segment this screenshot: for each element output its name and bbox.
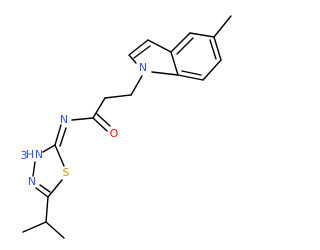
bond-n-to-ch2 bbox=[130, 75, 143, 96]
thiadiazole-ring bbox=[32, 144, 65, 198]
bond bbox=[47, 179, 63, 198]
indole-benzene-ring bbox=[170, 32, 222, 81]
bond-ch2-ch2 bbox=[104, 94, 132, 99]
bond-double-inner bbox=[209, 39, 217, 60]
bond bbox=[177, 74, 204, 81]
imine-linkage bbox=[54, 124, 67, 147]
indole-pyrrole-ring bbox=[128, 39, 179, 76]
bond bbox=[213, 36, 222, 61]
bond-double-inner bbox=[176, 37, 194, 55]
bond bbox=[128, 54, 137, 64]
atom-label-ring-n: N bbox=[28, 175, 36, 188]
bond-carbonyl-double bbox=[92, 117, 108, 132]
atom-label-ring-s: S bbox=[63, 166, 70, 179]
atom-label-amide-o: O bbox=[110, 127, 119, 140]
atom-label-nh-group: 3 H N bbox=[21, 148, 44, 162]
bond-carbonyl-to-imine-n bbox=[71, 117, 94, 121]
bond bbox=[54, 144, 65, 167]
atom-label-nh-h: H bbox=[26, 148, 34, 161]
bond bbox=[42, 144, 56, 153]
bond-double-inner bbox=[39, 184, 51, 193]
bond-double-inner bbox=[133, 45, 151, 59]
bond bbox=[189, 32, 215, 38]
atom-label-imine-n: N bbox=[60, 113, 68, 126]
bond bbox=[45, 221, 65, 239]
bond bbox=[45, 196, 49, 223]
bond bbox=[22, 221, 47, 233]
atom-label-indole-n: N bbox=[139, 61, 147, 74]
bond-carbonyl-double bbox=[96, 113, 111, 127]
atom-label-nh-num: 3 bbox=[21, 149, 28, 162]
bond-methyl-to-indole bbox=[213, 15, 232, 38]
bond bbox=[147, 39, 172, 53]
atom-label-nh-n: N bbox=[35, 148, 43, 161]
bond bbox=[151, 71, 179, 76]
bond-imine-double bbox=[54, 124, 62, 146]
bond-ch2-carbonyl bbox=[92, 97, 106, 119]
bond-imine-double bbox=[59, 127, 67, 147]
bond bbox=[170, 32, 191, 53]
bond-double-inner bbox=[181, 70, 202, 76]
bond bbox=[128, 39, 149, 56]
bond bbox=[170, 51, 179, 76]
chemical-structure-diagram: N O N 3 H N N S bbox=[21, 15, 232, 239]
isopropyl-group bbox=[22, 196, 65, 239]
bond bbox=[202, 59, 222, 81]
propanamide-chain bbox=[71, 75, 143, 132]
bond bbox=[32, 161, 36, 177]
bond bbox=[35, 187, 49, 198]
